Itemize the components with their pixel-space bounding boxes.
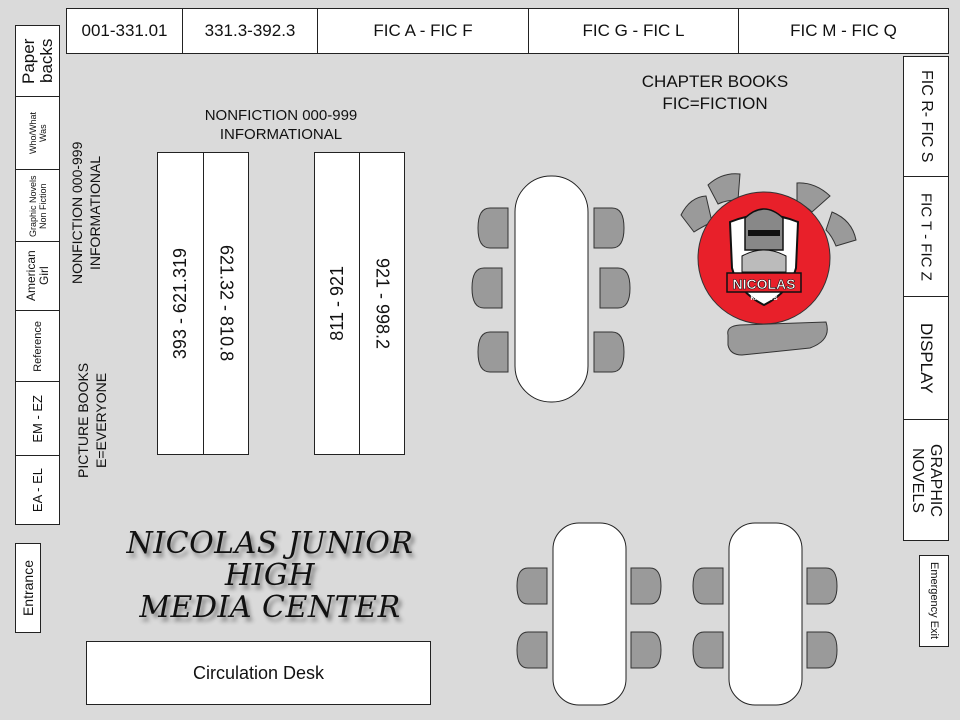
chair — [593, 207, 625, 249]
logo-subtext: KNIGHTS — [751, 296, 778, 302]
chair — [727, 321, 828, 356]
chair — [516, 567, 548, 605]
top-shelf-label: FIC A - FIC F — [373, 21, 473, 40]
chair — [630, 631, 662, 669]
nonfiction-top-title: NONFICTION 000-999 — [204, 107, 358, 124]
top-shelf-fic-m-q: FIC M - FIC Q — [738, 8, 949, 54]
chair — [806, 567, 838, 605]
nonfiction-shelf-621: 621.32 - 810.8 — [203, 152, 249, 455]
top-shelf-label: FIC G - FIC L — [582, 21, 685, 40]
top-shelf-001: 001-331.01 — [66, 8, 183, 54]
left-shelf-reference: Reference — [15, 310, 60, 382]
entrance: Entrance — [15, 543, 41, 633]
emergency-exit-label: Emergency Exit — [928, 562, 940, 640]
chair — [806, 631, 838, 669]
chair — [477, 331, 509, 373]
chair — [599, 267, 631, 309]
chapter-books-label: CHAPTER BOOKS FIC=FICTION — [610, 71, 820, 115]
left-shelf-graphic-nonfiction: Graphic Novels Non Fiction — [15, 169, 60, 242]
top-shelf-label: 001-331.01 — [81, 21, 168, 40]
right-shelf-label: FIC T - FIC Z — [917, 192, 935, 281]
chair — [477, 207, 509, 249]
media-center-title: NICOLAS JUNIOR HIGH MEDIA CENTER — [100, 528, 440, 624]
top-shelf-fic-g-l: FIC G - FIC L — [528, 8, 739, 54]
right-shelf-fic-r-s: FIC R- FIC S — [903, 56, 949, 177]
left-shelf-who-what-was: Who/What Was — [15, 96, 60, 170]
nonfiction-top-subtitle: INFORMATIONAL — [219, 126, 343, 143]
nonfiction-shelf-921: 921 - 998.2 — [359, 152, 405, 455]
right-shelf-label: DISPLAY — [917, 322, 936, 394]
left-shelf-em-ez: EM - EZ — [15, 381, 60, 456]
chapter-books-subtitle: FIC=FICTION — [662, 94, 768, 113]
table-top-center — [514, 175, 589, 403]
chair — [593, 331, 625, 373]
chapter-books-title: CHAPTER BOOKS — [641, 72, 789, 91]
table-bottom-left — [552, 522, 627, 706]
knights-logo: NICOLAS KNIGHTS — [697, 191, 831, 325]
left-shelf-ea-el: EA - EL — [15, 455, 60, 525]
right-shelf-label: FIC R- FIC S — [918, 70, 935, 163]
chair — [692, 567, 724, 605]
nonfiction-shelf-811: 811 - 921 — [314, 152, 360, 455]
title-line-2: MEDIA CENTER — [139, 590, 401, 625]
top-shelf-label: 331.3-392.3 — [204, 21, 296, 40]
right-shelf-graphic-novels: GRAPHIC NOVELS — [903, 419, 949, 541]
top-shelf-label: FIC M - FIC Q — [790, 21, 897, 40]
circulation-desk-label: Circulation Desk — [192, 662, 325, 683]
table-bottom-right — [728, 522, 803, 706]
nonfiction-top-label: NONFICTION 000-999 INFORMATIONAL — [176, 106, 386, 144]
nonfiction-shelf-label: 921 - 998.2 — [372, 257, 393, 350]
chair — [825, 211, 857, 247]
chair — [471, 267, 503, 309]
circulation-desk: Circulation Desk — [86, 641, 431, 705]
emergency-exit: Emergency Exit — [919, 555, 949, 647]
title-line-1: NICOLAS JUNIOR HIGH — [126, 526, 414, 593]
chair — [516, 631, 548, 669]
right-shelf-label: GRAPHIC NOVELS — [909, 443, 944, 517]
right-shelf-display: DISPLAY — [903, 296, 949, 420]
chair — [630, 567, 662, 605]
logo-text: NICOLAS — [733, 276, 796, 292]
top-shelf-fic-a-f: FIC A - FIC F — [317, 8, 529, 54]
chair — [692, 631, 724, 669]
top-shelf-331: 331.3-392.3 — [182, 8, 318, 54]
left-shelf-paperbacks: Paper backs — [15, 25, 60, 97]
nonfiction-shelf-label: 621.32 - 810.8 — [216, 245, 237, 362]
